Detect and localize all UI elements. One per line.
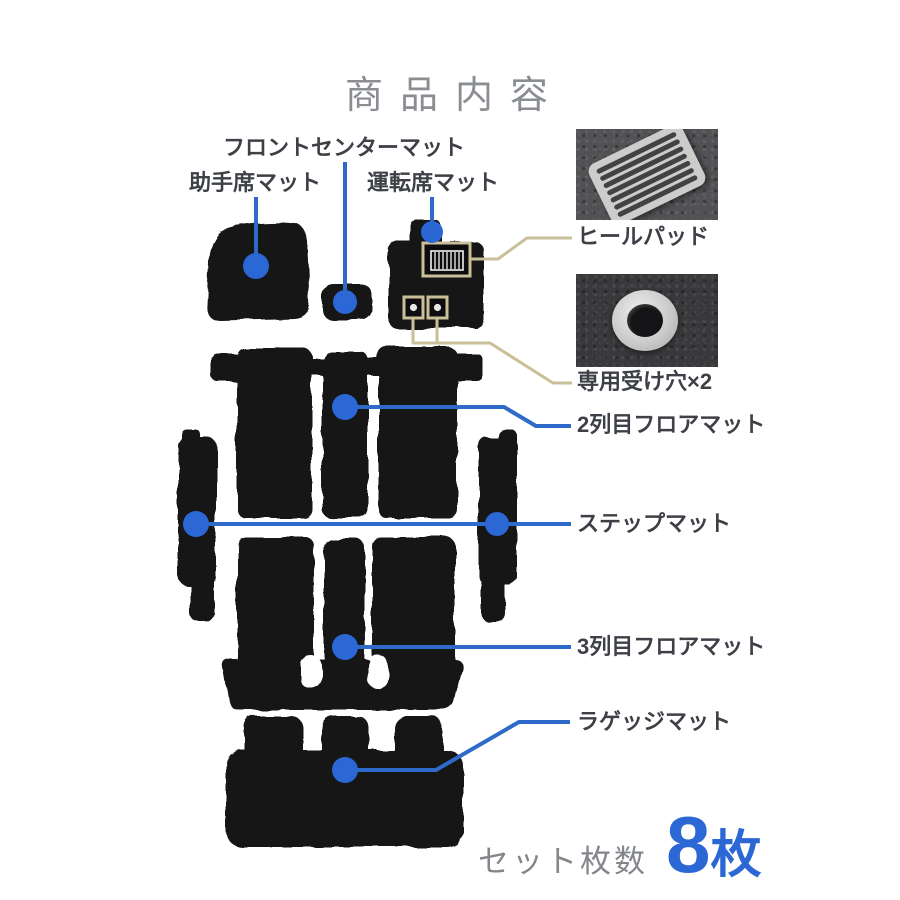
mat-shapes <box>178 221 517 847</box>
set-count-unit: 枚 <box>710 826 762 883</box>
passenger-mat-callout-dot <box>243 253 269 279</box>
step-mat-callout-dot-right <box>485 512 509 536</box>
second-row-mat-shape <box>212 347 482 518</box>
step-mat-callout-dot-left <box>183 511 209 537</box>
heel-pad-image <box>585 129 709 220</box>
driver-mat-callout-dot <box>421 221 443 243</box>
set-count: セット枚数 8 枚 <box>478 800 762 889</box>
driver-mat-label: 運転席マット <box>366 170 500 195</box>
heel-pad-photo <box>576 129 718 220</box>
third-row-mat-label: 3列目フロアマット <box>577 634 766 659</box>
receiving-holes-label: 専用受け穴×2 <box>577 369 713 394</box>
step-mat-right-shape <box>479 429 517 622</box>
heel-pad-label: ヒールパッド <box>577 224 710 249</box>
second-row-callout-line <box>345 405 571 428</box>
luggage-mat-shape <box>226 716 463 847</box>
page-title: 商品内容 <box>344 75 566 117</box>
second-row-callout-dot <box>332 394 358 420</box>
receiving-holes-callout-line <box>411 318 572 385</box>
third-row-mat-shape <box>222 537 463 710</box>
grommet-hole-photo <box>576 274 718 367</box>
grommet-ring-image <box>612 290 678 351</box>
grommet-hole-image <box>627 304 663 337</box>
front-center-mat-callout-dot <box>333 290 357 314</box>
second-row-mat-label: 2列目フロアマット <box>577 412 766 437</box>
passenger-mat-label: 助手席マット <box>188 170 322 195</box>
heel-pad-callout-line <box>469 236 572 261</box>
luggage-mat-label: ラゲッジマット <box>577 709 732 734</box>
luggage-callout-line <box>345 720 570 772</box>
luggage-callout-dot <box>332 757 358 783</box>
step-mat-label: ステップマット <box>577 511 732 536</box>
set-count-label: セット枚数 <box>478 844 648 879</box>
set-count-number: 8 <box>666 800 711 889</box>
step-mat-left-shape <box>178 429 216 622</box>
third-row-callout-dot <box>332 634 358 660</box>
heel-pad-marker <box>421 241 472 278</box>
front-center-mat-label: フロントセンターマット <box>222 135 466 160</box>
